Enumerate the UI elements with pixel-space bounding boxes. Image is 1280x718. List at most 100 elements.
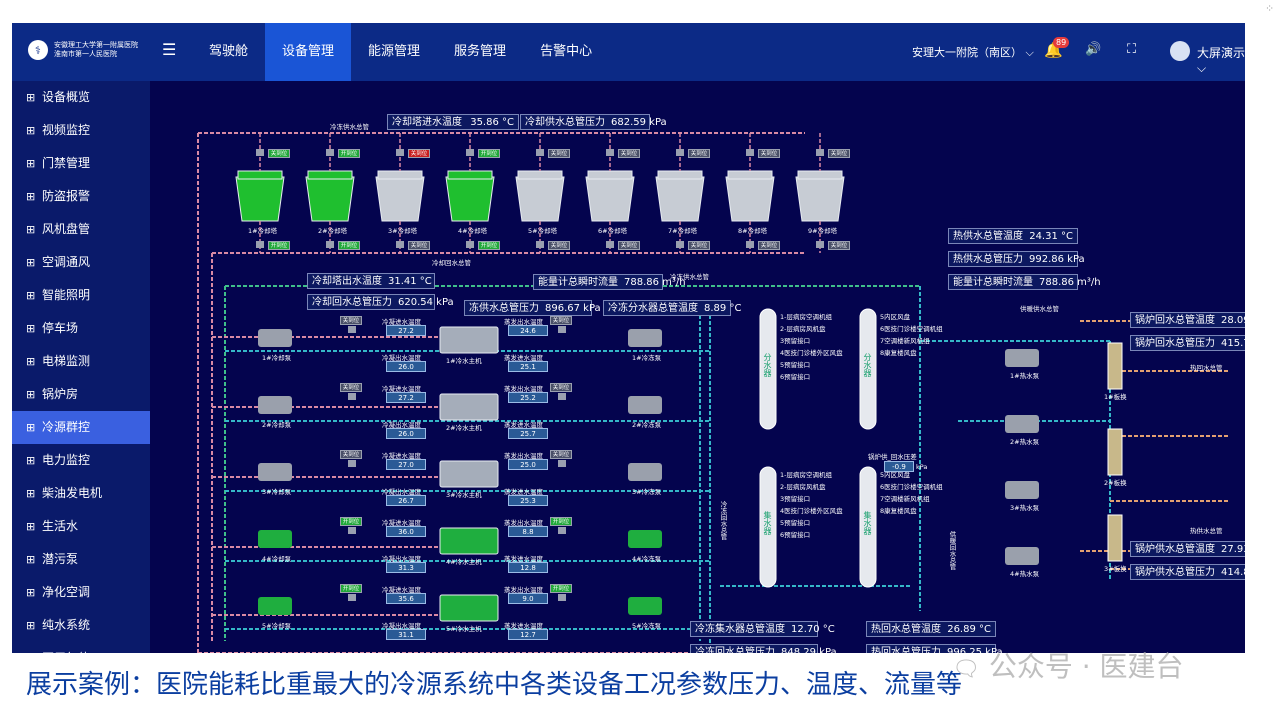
sidebar-item-5[interactable]: ⊞空调通风	[12, 246, 150, 279]
grid-icon: ⊞	[26, 157, 36, 170]
nav-tab-1[interactable]: 设备管理	[265, 23, 352, 81]
param-label: 能量计总瞬时流量	[538, 277, 618, 288]
tower-valve-top-3	[466, 149, 474, 156]
sidebar-item-8[interactable]: ⊞电梯监测	[12, 345, 150, 378]
pipe-label-cooling-supply: 冷冻供水总管	[330, 123, 369, 131]
evap-in-value-4: 12.7	[508, 629, 548, 640]
chilled-pump-name-4: 5#冷冻泵	[632, 622, 662, 630]
grid-icon: ⊞	[26, 91, 36, 104]
param-tower_out_temp[interactable]: 冷却塔出水温度 31.41 °C	[307, 273, 435, 289]
sidebar-item-17[interactable]: ⊞医用气体	[12, 642, 150, 653]
hot-pump-1	[1005, 415, 1039, 433]
nav-tab-2[interactable]: 能源管理	[368, 44, 421, 59]
tower-top-valve-state-4: 关到位	[548, 149, 570, 158]
param-value: 31.41 °C	[388, 276, 432, 287]
param-label: 冷却塔出水温度	[312, 276, 382, 287]
param-label: 锅炉供水总管压力	[1135, 567, 1215, 578]
caption-text: 展示案例：医院能耗比重最大的冷源系统中各类设备工况参数压力、温度、流量等	[26, 670, 963, 700]
sidebar-item-16[interactable]: ⊞纯水系统	[12, 609, 150, 642]
sidebar-item-9[interactable]: ⊞锅炉房	[12, 378, 150, 411]
chilled-pump-name-2: 3#冷冻泵	[632, 488, 662, 496]
nav-tab-0[interactable]: 驾驶舱	[209, 44, 249, 59]
volume-icon[interactable]: 🔊	[1085, 42, 1102, 57]
chiller-2	[439, 460, 499, 488]
sidebar-item-12[interactable]: ⊞柴油发电机	[12, 477, 150, 510]
param-label: 热供水总管压力	[953, 254, 1023, 265]
distributor-branch-left_top-2: 3预留接口	[780, 337, 811, 345]
sidebar-item-3[interactable]: ⊞防盗报警	[12, 180, 150, 213]
sidebar-item-7[interactable]: ⊞停车场	[12, 312, 150, 345]
evap-out-value-0: 24.6	[508, 325, 548, 336]
sidebar-item-4[interactable]: ⊞风机盘管	[12, 213, 150, 246]
notification-badge: 89	[1053, 37, 1070, 48]
nav-tab-4[interactable]: 告警中心	[540, 44, 593, 59]
plate-exchanger-1	[1107, 428, 1123, 476]
evap-in-value-1: 25.7	[508, 428, 548, 439]
pipe-label-hot-return: 热回水总管	[1190, 364, 1223, 372]
boiler-diff-label: 锅炉供_回水压差	[868, 453, 917, 461]
tower-valve-top-7	[746, 149, 754, 156]
evap-out-label-4: 蒸发出水温度	[504, 586, 543, 594]
evap-out-value-2: 25.0	[508, 459, 548, 470]
tower-valve-bottom-2	[396, 241, 404, 248]
chiller-1	[439, 393, 499, 421]
sidebar-item-2[interactable]: ⊞门禁管理	[12, 147, 150, 180]
nav-tab-3[interactable]: 服务管理	[454, 44, 507, 59]
chiller-valve-left-4	[348, 594, 356, 601]
param-value: 620.54 kPa	[398, 297, 454, 308]
chiller-valve-state-right-3: 开到位	[550, 517, 572, 526]
param-value: 848.29 kPa	[781, 647, 837, 653]
tank-left_bottom	[759, 466, 777, 588]
chiller-valve-state-left-0: 关到位	[340, 316, 362, 325]
fullscreen-icon[interactable]: ⛶	[1127, 42, 1137, 57]
tower-name-0: 1#冷却塔	[248, 227, 278, 235]
sidebar: ⊞设备概览⊞视频监控⊞门禁管理⊞防盗报警⊞风机盘管⊞空调通风⊞智能照明⊞停车场⊞…	[12, 81, 150, 653]
sidebar-item-13[interactable]: ⊞生活水	[12, 510, 150, 543]
chiller-valve-state-right-4: 开到位	[550, 584, 572, 593]
sidebar-item-14[interactable]: ⊞潜污泵	[12, 543, 150, 576]
sidebar-item-1[interactable]: ⊞视频监控	[12, 114, 150, 147]
chiller-valve-state-right-2: 关到位	[550, 450, 572, 459]
sidebar-item-11[interactable]: ⊞电力监控	[12, 444, 150, 477]
sidebar-item-label: 智能照明	[42, 288, 91, 302]
hot-pump-name-1: 2#热水泵	[1010, 438, 1040, 446]
hospital-selector[interactable]: 安理大一附院（南区） ⌵	[912, 44, 1034, 60]
sidebar-item-6[interactable]: ⊞智能照明	[12, 279, 150, 312]
chiller-name-0: 1#冷水主机	[446, 357, 482, 365]
sidebar-item-10[interactable]: ⊞冷源群控	[12, 411, 150, 444]
chiller-valve-right-4	[558, 594, 566, 601]
avatar[interactable]	[1170, 41, 1190, 61]
tank-vertical-label-left_top: 分水器	[763, 353, 772, 377]
grid-icon: ⊞	[26, 454, 36, 467]
distributor-branch-right_top-1: 6医技门诊楼空调机组	[880, 325, 943, 333]
grid-icon: ⊞	[26, 520, 36, 533]
sidebar-item-15[interactable]: ⊞净化空调	[12, 576, 150, 609]
sidebar-item-0[interactable]: ⊞设备概览	[12, 81, 150, 114]
piping-diagram-svg	[197, 132, 1230, 653]
distributor-branch-right_bottom-2: 7空调楼新风机组	[880, 495, 930, 503]
watermark-text: 公众号 · 医建台	[988, 650, 1184, 683]
hamburger-menu-icon[interactable]: ☰	[162, 40, 177, 59]
chiller-valve-left-2	[348, 460, 356, 467]
user-menu[interactable]: 大屏演示 ⌵	[1197, 44, 1245, 76]
exchanger-name-2: 3#板换	[1104, 565, 1127, 573]
param-value: 35.86 °C	[470, 117, 514, 128]
tower-valve-bottom-0	[256, 241, 264, 248]
